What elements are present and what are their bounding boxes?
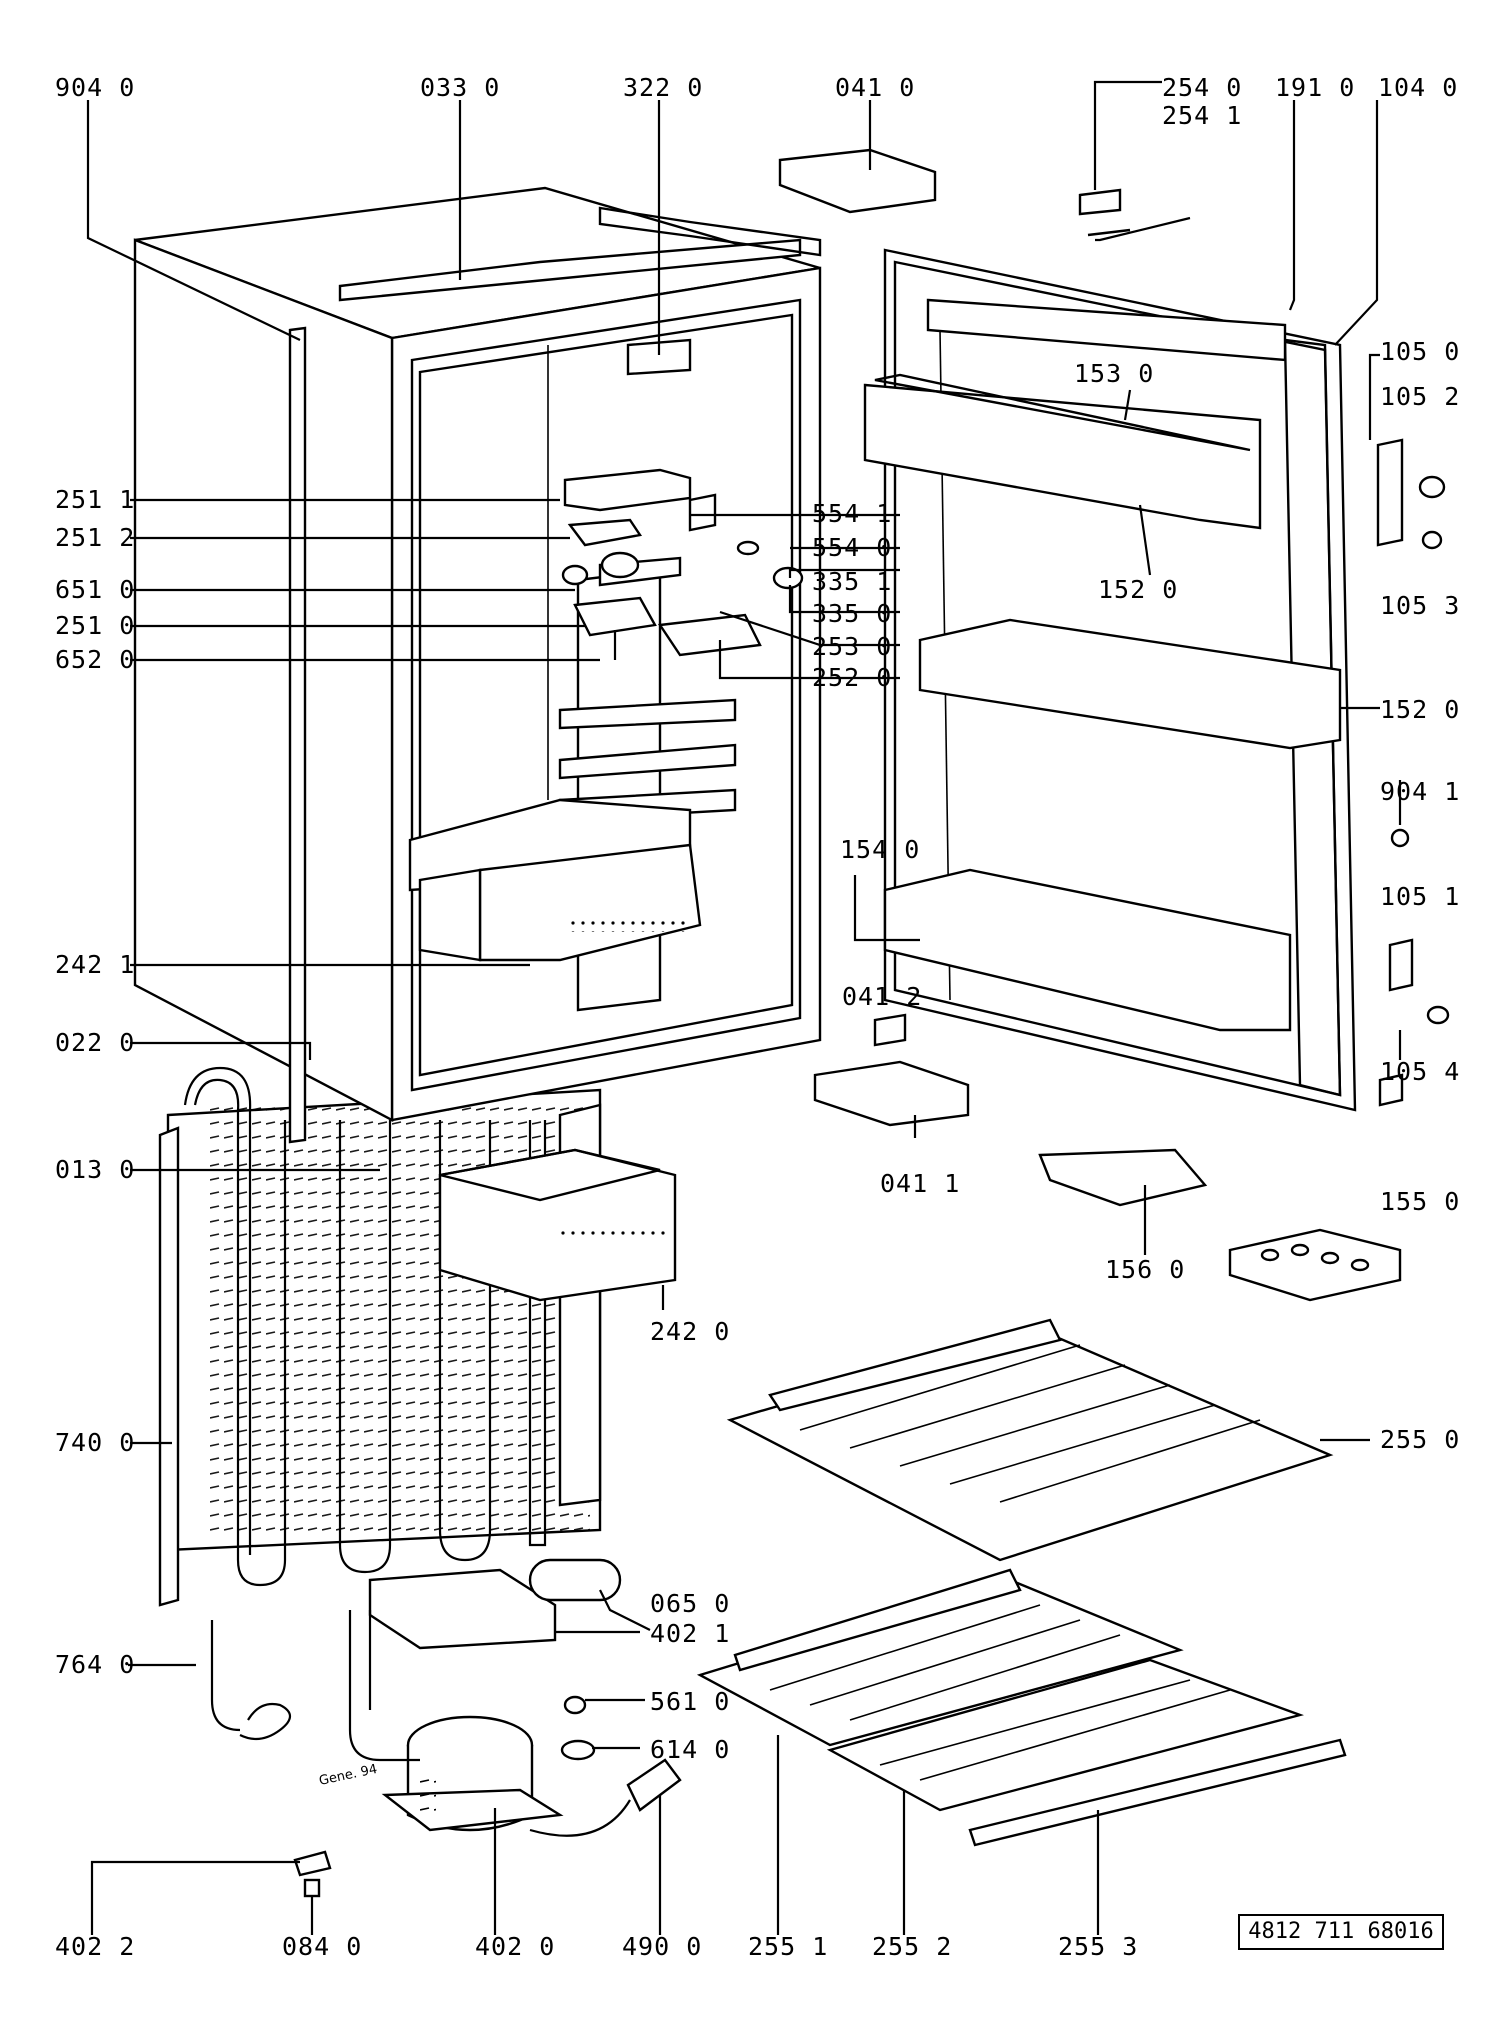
label-554-1: 554 1: [812, 499, 892, 528]
cabinet-body: [133, 186, 822, 1144]
label-322-0: 322 0: [623, 73, 703, 102]
leader-lines: [86, 80, 1402, 1935]
egg-tray-and-butter: [1038, 1148, 1402, 1302]
compressor-assembly: [210, 1558, 682, 1837]
label-105-3: 105 3: [1380, 591, 1460, 620]
label-041-2: 041 2: [842, 982, 922, 1011]
label-022-0: 022 0: [55, 1028, 135, 1057]
label-253-0: 253 0: [812, 632, 892, 661]
label-152-0-lower: 152 0: [1380, 695, 1460, 724]
door: [863, 248, 1450, 1112]
label-155-0: 155 0: [1380, 1187, 1460, 1216]
label-402-0: 402 0: [475, 1932, 555, 1961]
label-242-1: 242 1: [55, 950, 135, 979]
label-033-0: 033 0: [420, 73, 500, 102]
label-013-0: 013 0: [55, 1155, 135, 1184]
label-255-2: 255 2: [872, 1932, 952, 1961]
label-154-0: 154 0: [840, 835, 920, 864]
label-335-1: 335 1: [812, 567, 892, 596]
label-904-1: 904 1: [1380, 777, 1460, 806]
label-152-0-upper: 152 0: [1098, 575, 1178, 604]
drawer-242-0: [438, 1148, 677, 1302]
label-191-0: 191 0: [1275, 73, 1355, 102]
hinges: [778, 148, 1131, 1127]
label-105-2: 105 2: [1380, 382, 1460, 411]
label-251-0: 251 0: [55, 611, 135, 640]
label-651-0: 651 0: [55, 575, 135, 604]
label-251-2: 251 2: [55, 523, 135, 552]
label-153-0: 153 0: [1074, 359, 1154, 388]
label-254-1: 254 1: [1162, 101, 1242, 130]
label-105-4: 105 4: [1380, 1057, 1460, 1086]
label-255-1: 255 1: [748, 1932, 828, 1961]
label-255-3: 255 3: [1058, 1932, 1138, 1961]
label-561-0: 561 0: [650, 1687, 730, 1716]
label-251-1: 251 1: [55, 485, 135, 514]
label-614-0: 614 0: [650, 1735, 730, 1764]
label-041-0: 041 0: [835, 73, 915, 102]
label-041-1: 041 1: [880, 1169, 960, 1198]
label-255-0: 255 0: [1380, 1425, 1460, 1454]
label-402-2: 402 2: [55, 1932, 135, 1961]
label-402-1: 402 1: [650, 1619, 730, 1648]
label-764-0: 764 0: [55, 1650, 135, 1679]
shelves: [696, 1318, 1347, 1847]
label-156-0: 156 0: [1105, 1255, 1185, 1284]
label-554-0: 554 0: [812, 533, 892, 562]
part-labels: 904 0 033 0 322 0 041 0 254 0 254 1 191 …: [55, 73, 1460, 1961]
label-490-0: 490 0: [622, 1932, 702, 1961]
label-065-0: 065 0: [650, 1589, 730, 1618]
label-105-0: 105 0: [1380, 337, 1460, 366]
small-bottom-parts: [293, 1850, 332, 1898]
label-104-0: 104 0: [1378, 73, 1458, 102]
label-652-0: 652 0: [55, 645, 135, 674]
label-254-0: 254 0: [1162, 73, 1242, 102]
label-105-1: 105 1: [1380, 882, 1460, 911]
label-084-0: 084 0: [282, 1932, 362, 1961]
condenser-grille: [158, 1066, 602, 1607]
label-252-0: 252 0: [812, 663, 892, 692]
label-904-0: 904 0: [55, 73, 135, 102]
label-335-0: 335 0: [812, 599, 892, 628]
handwritten-note: Gene. 94: [318, 1762, 379, 1789]
label-740-0: 740 0: [55, 1428, 135, 1457]
label-242-0: 242 0: [650, 1317, 730, 1346]
document-number: 4812 711 68016: [1238, 1914, 1444, 1950]
